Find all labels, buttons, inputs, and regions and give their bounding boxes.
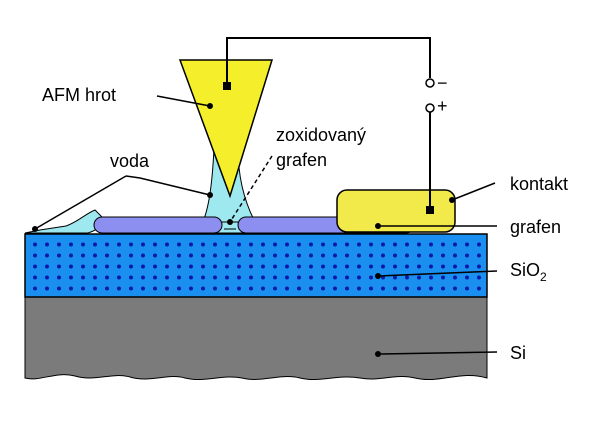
tip-connection-node <box>223 82 231 90</box>
water-label: voda <box>110 151 150 171</box>
contact-label: kontakt <box>510 174 568 194</box>
sio2-leader <box>377 270 498 277</box>
sio2-leader-dot <box>375 273 381 279</box>
water-film <box>24 209 103 234</box>
afm-tip-leader-dot <box>207 103 213 109</box>
si-substrate-layer <box>24 296 488 381</box>
terminal-negative-label: − <box>437 73 448 93</box>
water-leader-dot-left <box>32 226 38 232</box>
oxidized-graphene-leader <box>229 155 273 223</box>
water-leader-dot-tip <box>207 192 213 198</box>
si-label: Si <box>510 343 526 363</box>
water-leader <box>34 175 127 230</box>
graphene-strip-left <box>93 216 223 234</box>
graphene-leader-dot <box>375 223 381 229</box>
water-leader-tip <box>125 175 211 196</box>
oxidized-graphene-label-line2: grafen <box>276 150 327 170</box>
contact-pad <box>336 189 456 233</box>
terminal-positive-icon <box>425 103 435 113</box>
sio2-label-subscript: 2 <box>540 270 547 284</box>
sio2-label-base: SiO <box>510 260 540 280</box>
si-leader-dot <box>375 351 381 357</box>
circuit-wire-top <box>226 37 431 86</box>
afm-tip-leader <box>156 95 211 107</box>
sio2-label: SiO2 <box>510 260 547 284</box>
si-leader <box>377 351 498 355</box>
contact-leader-dot <box>449 197 455 203</box>
afm-tip-label: AFM hrot <box>42 85 116 105</box>
oxidized-graphene-label-line1: zoxidovaný <box>276 125 366 145</box>
contact-leader <box>451 182 496 201</box>
oxidized-graphene-leader-dot <box>227 219 233 225</box>
terminal-negative-icon <box>425 78 435 88</box>
graphene-label: grafen <box>510 217 561 237</box>
terminal-positive-label: + <box>437 96 448 116</box>
sio2-dot-pattern <box>29 238 483 293</box>
contact-connection-node <box>426 206 434 214</box>
